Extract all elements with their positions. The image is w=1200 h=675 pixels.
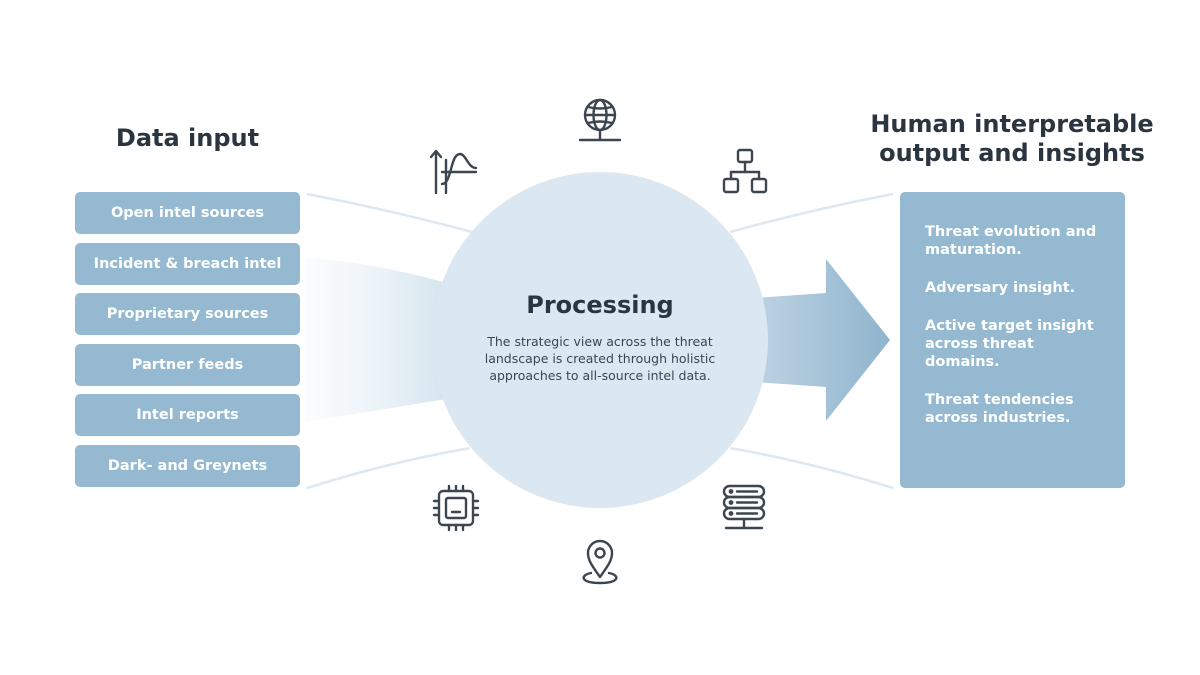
output-arrow — [755, 259, 890, 421]
globe-icon — [575, 95, 625, 145]
input-item-incident-breach: Incident & breach intel — [75, 242, 300, 285]
output-item-active-target: Active target insight across threat doma… — [925, 318, 1094, 370]
input-funnel — [305, 258, 470, 422]
input-item-proprietary: Proprietary sources — [75, 293, 300, 336]
connector-right-top — [729, 192, 894, 234]
output-title: Human interpretable output and insights — [870, 110, 1154, 167]
input-list: Open intel sources Incident & breach int… — [75, 192, 300, 496]
server-stack-icon — [719, 483, 769, 533]
location-pin-icon — [575, 537, 625, 587]
processing-circle — [432, 172, 768, 508]
connector-right-bottom — [729, 446, 894, 490]
trend-chart-icon — [428, 146, 478, 196]
output-item-threat-evolution: Threat evolution and maturation. — [925, 224, 1097, 258]
output-item-threat-tendencies: Threat tendencies across industries. — [925, 392, 1074, 426]
output-panel: Threat evolution and maturation. Adversa… — [900, 192, 1125, 488]
connector-left-top — [306, 192, 473, 234]
processing-description: The strategic view across the threat lan… — [484, 334, 716, 383]
input-item-dark-greynets: Dark- and Greynets — [75, 444, 300, 487]
network-hierarchy-icon — [720, 146, 770, 196]
input-item-open-intel: Open intel sources — [75, 192, 300, 234]
connector-left-bottom — [306, 446, 471, 490]
processing-title: Processing — [526, 291, 674, 319]
input-item-partner-feeds: Partner feeds — [75, 343, 300, 386]
output-item-adversary: Adversary insight. — [925, 280, 1076, 296]
input-item-intel-reports: Intel reports — [75, 394, 300, 437]
cpu-chip-icon — [431, 483, 481, 533]
input-title: Data input — [115, 124, 260, 152]
